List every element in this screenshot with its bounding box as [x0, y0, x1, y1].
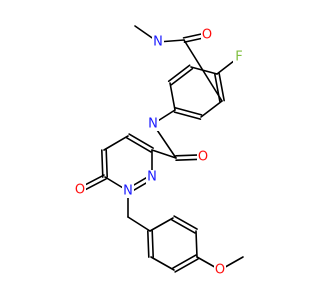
atom-label-background	[233, 50, 245, 64]
double-bond-line-a	[218, 72, 225, 102]
single-bond	[190, 66, 218, 75]
atom-label-background	[201, 28, 213, 42]
single-bond	[151, 149, 177, 159]
single-bond	[150, 256, 175, 271]
single-bond	[195, 230, 198, 258]
atom-label-nh: N	[148, 117, 158, 132]
double-bond-line-b	[101, 149, 104, 178]
single-bond	[103, 135, 129, 151]
atom-label-o_me: O	[215, 263, 225, 278]
atom-label-background	[74, 183, 86, 197]
double-bond-line-a	[105, 149, 108, 178]
atom-label-amideO: O	[198, 150, 208, 165]
double-bond-line-a	[167, 64, 191, 83]
double-bond-line-b	[174, 107, 203, 116]
bond-layer	[78, 25, 244, 273]
double-bond-line-a	[174, 258, 199, 273]
atom-label-background	[214, 263, 226, 277]
double-bond-line-b	[171, 219, 196, 234]
atom-label-f: F	[235, 50, 242, 65]
single-bond	[127, 216, 151, 232]
atom-label-background	[146, 170, 158, 184]
single-bond	[169, 82, 176, 111]
atom-label-c2O: O	[202, 28, 212, 43]
atom-label-n5: N	[147, 170, 157, 185]
atom-label-background	[152, 35, 164, 49]
single-bond	[183, 39, 223, 102]
double-bond-line-a	[173, 215, 198, 230]
atom-label-nh2: N	[153, 35, 163, 50]
atom-label-background	[197, 150, 209, 164]
single-bond	[200, 100, 223, 118]
double-bond-line-b	[128, 133, 154, 149]
atom-label-background	[122, 184, 134, 198]
double-bond-line-b	[151, 230, 154, 258]
atom-label-background	[147, 117, 159, 131]
double-bond-line-a	[173, 111, 202, 120]
double-bond-line-b	[172, 254, 197, 269]
double-bond-line-b	[170, 67, 194, 86]
atom-label-n6: N	[123, 184, 133, 199]
double-bond-line-a	[147, 230, 150, 258]
double-bond-line-a	[126, 137, 152, 153]
atom-label-o7: O	[75, 183, 85, 198]
single-bond	[149, 217, 174, 232]
